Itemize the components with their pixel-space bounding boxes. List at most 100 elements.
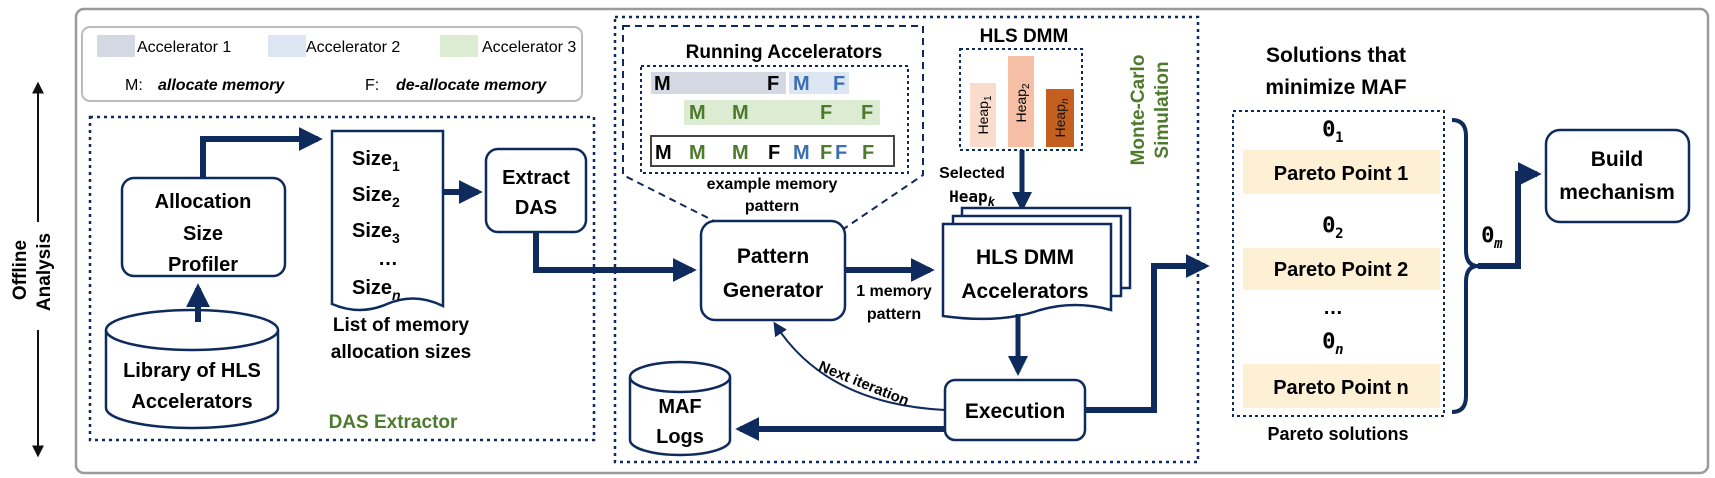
row3-item: F [862,142,874,164]
build-line2: mechanism [1559,181,1675,204]
row2-f: F [820,102,832,124]
dmm-acc-line2: Accelerators [961,280,1088,303]
build-line1: Build [1591,148,1644,171]
row1-m-blue: M [793,73,810,95]
extract-das-box [484,147,588,234]
solutions-title-line1: Solutions that [1266,44,1406,67]
pattern-caption-line2: pattern [745,198,799,215]
legend-swatch-acc2 [268,35,306,57]
legend-f-key: F: [365,77,379,94]
monte-carlo-simulation: Monte-Carlo Simulation Running Accelerat… [613,15,1200,464]
theta-2: Θ2 [1322,213,1343,242]
row3-combined-box [650,135,895,167]
solutions-brace [1451,118,1479,414]
heap-2: Heap2 [1008,56,1034,147]
execution-label: Execution [965,400,1065,423]
legend-f-desc: de-allocate memory [396,77,547,94]
extract-line2: DAS [515,197,557,219]
row2-f: F [861,102,873,124]
row1-f-blue: F [833,73,845,95]
library-of-hls-accelerators: Library of HLS Accelerators [104,308,280,430]
row3-item: F [820,142,832,164]
row1-f: F [767,73,779,95]
legend-acc1-label: Accelerator 1 [137,39,231,56]
size-item: Size1 [352,148,400,174]
maf-line2: Logs [656,426,704,448]
edge-label-line1: 1 memory [856,283,932,300]
next-iteration-label: Next iteration [816,358,911,410]
legend: Accelerator 1 Accelerator 2 Accelerator … [81,26,583,102]
theta-n: Θn [1322,329,1343,358]
generator-line1: Pattern [737,245,809,268]
heap-2-label: Heap2 [1013,83,1032,122]
size-item: Size3 [352,220,400,246]
row3-item: F [835,142,847,164]
size-list-document [330,129,445,312]
profiler-line3: Profiler [168,254,238,276]
legend-acc3-label: Accelerator 3 [482,39,576,56]
theta-m: Θm [1481,223,1503,252]
size-item-ellipsis: … [378,248,398,270]
generator-line2: Generator [723,279,823,302]
row1-m: M [654,73,671,95]
pareto-point-2: Pareto Point 2 [1274,259,1408,281]
size-item: Sizen [352,277,401,303]
pareto-point-1: Pareto Point 1 [1274,163,1408,185]
heap-n-label: Heapn [1052,98,1071,137]
build-mechanism [1544,128,1691,224]
arrow-profiler-to-sizes [200,127,323,178]
arrow-execution-to-solutions [1085,254,1210,413]
analysis-label: Analysis [34,233,55,311]
profiler-line1: Allocation [155,191,252,213]
pattern-rows-frame [640,65,909,174]
heap-1: Heap1 [970,83,996,147]
profiler-line2: Size [183,223,223,245]
arrow-brace-to-build [1478,162,1542,269]
row3-item: M [732,142,749,164]
row1-acc1-bar [651,72,786,94]
outer-frame [74,7,1710,475]
legend-swatch-acc1 [97,35,135,57]
row2-acc3-bar [684,100,880,125]
pareto-point-n: Pareto Point n [1273,377,1409,399]
pareto-point-2-bg [1243,248,1440,290]
pattern-caption-line1: example memory [707,176,838,193]
monte-carlo-border [613,15,1200,464]
solutions-title-line2: minimize MAF [1265,76,1406,99]
maf-line1: MAF [658,396,701,418]
edge-label-line2: pattern [867,306,921,323]
offline-label: Offline [10,240,31,300]
selected-label: Selected [939,165,1005,182]
arrow-extract-to-generator [533,232,697,282]
monte-carlo-title-line2: Simulation [1152,61,1173,158]
row2-m: M [732,102,749,124]
solutions-ellipsis: … [1323,297,1343,319]
legend-acc2-label: Accelerator 2 [306,39,400,56]
extract-line1: Extract [502,167,570,189]
legend-m-desc: allocate memory [158,77,285,94]
dmm-acc-line1: HLS DMM [976,246,1074,269]
legend-m-key: M: [125,77,143,94]
monte-carlo-title-line1: Monte-Carlo [1128,55,1149,166]
row3-item: M [793,142,810,164]
row3-item: M [655,142,672,164]
pareto-caption: Pareto solutions [1267,424,1408,444]
pattern-generator [699,219,847,322]
hls-dmm-title: HLS DMM [980,26,1069,47]
theta-1: Θ1 [1322,117,1343,146]
row3-item: M [689,142,706,164]
solutions: Solutions that minimize MAF Θ1 Pareto Po… [1232,44,1691,444]
row1-acc2-bar [789,72,849,94]
size-item: Size2 [352,184,400,210]
row3-item: F [768,142,780,164]
row2-m: M [689,102,706,124]
list-caption-line2: allocation sizes [331,342,471,363]
offline-analysis-label: Offline Analysis [10,81,55,458]
maf-logs: MAF Logs [628,360,732,457]
size-items: Size1 Size2 Size3 … Sizen [352,148,401,303]
library-line2: Accelerators [131,391,252,413]
hls-dmm-accelerators: HLS DMM Accelerators [941,206,1132,321]
library-line1: Library of HLS [123,360,261,382]
running-accelerators-title: Running Accelerators [686,42,883,63]
